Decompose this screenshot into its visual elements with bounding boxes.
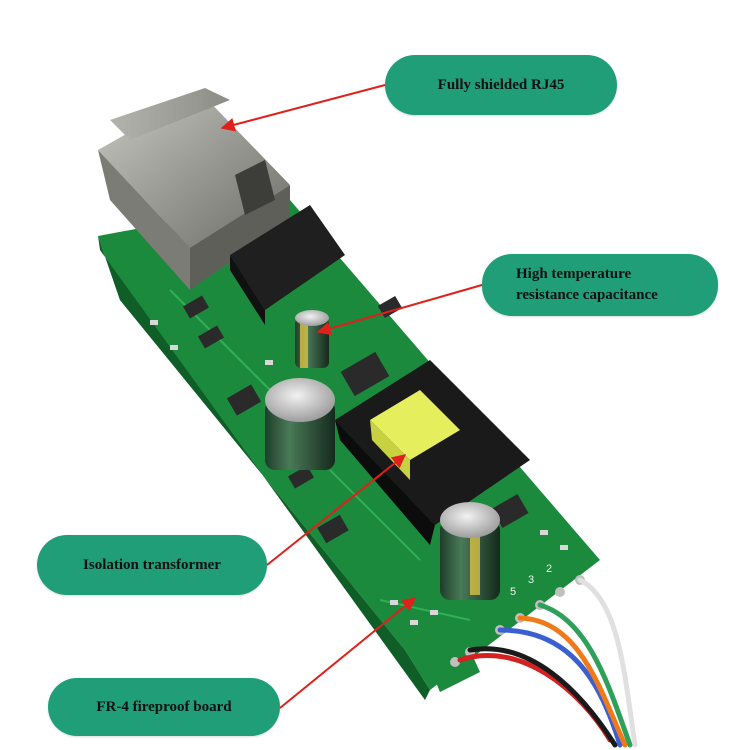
callout-capacitor-line2: resistance capacitance — [516, 287, 658, 303]
small-capacitor — [295, 310, 329, 368]
arrow-capacitor — [316, 284, 483, 336]
callout-rj45: Fully shielded RJ45 — [385, 55, 617, 115]
pin-label: 2 — [546, 563, 552, 575]
callout-rj45-text: Fully shielded RJ45 — [437, 76, 565, 93]
isolation-transformer — [335, 360, 530, 545]
arrow-board — [279, 597, 417, 709]
callout-capacitor-line1: High temperature — [516, 266, 632, 282]
rj45-jack — [98, 88, 290, 290]
medium-capacitor — [265, 378, 335, 470]
callout-transformer: Isolation transformer — [37, 535, 267, 595]
callout-arrows — [220, 84, 483, 709]
silkscreen-labels: 5 3 2 — [510, 563, 552, 598]
arrow-rj45 — [220, 84, 386, 132]
lead-wires — [457, 577, 638, 748]
callout-capacitor: High temperature resistance capacitance — [482, 254, 718, 316]
callout-board-text: FR-4 fireproof board — [96, 698, 232, 715]
pin-label: 5 — [510, 586, 516, 598]
large-capacitor — [440, 502, 500, 600]
callout-transformer-text: Isolation transformer — [83, 556, 221, 573]
black-component — [230, 205, 345, 325]
callout-board: FR-4 fireproof board — [48, 678, 280, 736]
pin-label: 3 — [528, 574, 534, 586]
arrow-transformer — [266, 454, 407, 566]
